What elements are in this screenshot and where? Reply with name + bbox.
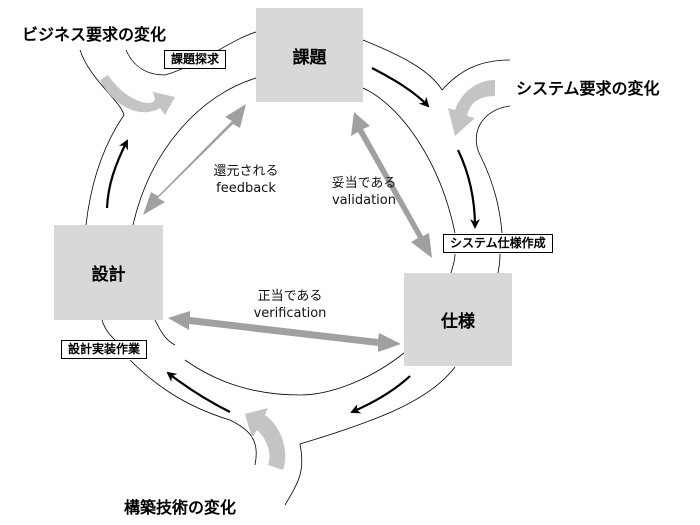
label-feedback-en: feedback [216, 181, 276, 196]
flow-arrow-spec-to-design [350, 375, 411, 414]
label-verification-en: verification [253, 306, 327, 321]
channel-line [154, 319, 176, 346]
validation-arrow [351, 112, 432, 258]
channel-line [497, 253, 501, 274]
label-validation: 妥当である validation [322, 175, 406, 209]
node-issue: 課題 [256, 8, 363, 102]
channel-line [125, 49, 166, 76]
change-arrows [100, 75, 495, 470]
label-validation-ja: 妥当である [331, 176, 397, 191]
channel-line [101, 319, 116, 341]
channel-line [450, 253, 456, 274]
node-spec: 仕様 [404, 273, 512, 366]
label-verification-ja: 正当である [257, 289, 323, 304]
verification-arrow [168, 311, 401, 352]
label-validation-en: validation [331, 193, 396, 208]
cycle-channel [79, 31, 511, 506]
label-system-change: システム要求の変化 [516, 79, 660, 98]
tag-design-implementation: 設計実装作業 [61, 340, 148, 359]
tag-issue-exploration: 課題探求 [164, 50, 227, 69]
business-change-arrow [100, 75, 175, 115]
flow-arrow-to-spec [457, 149, 480, 229]
channel-line [475, 105, 511, 234]
channel-line [284, 366, 456, 506]
channel-line [129, 359, 257, 466]
tag-spec-creation: システム仕様作成 [443, 234, 553, 253]
label-verification: 正当である verification [245, 288, 335, 322]
node-design: 設計 [54, 225, 163, 320]
label-business-change: ビジネス要求の変化 [22, 25, 167, 44]
channel-line [132, 77, 257, 226]
cycle-flow [105, 67, 480, 414]
channel-line [184, 352, 405, 396]
flow-arrow-design-to-issue [105, 139, 128, 209]
channel-line [362, 39, 511, 91]
feedback-arrow [143, 104, 246, 215]
channel-line [362, 87, 456, 234]
technology-change-arrow [245, 408, 286, 470]
label-feedback-ja: 還元される [213, 164, 279, 179]
system-change-arrow [448, 80, 495, 136]
flow-arrow-to-design [166, 371, 231, 413]
relation-arrows [143, 104, 432, 352]
label-feedback: 還元される feedback [204, 163, 288, 197]
flow-arrow-issue-to-spec [371, 67, 430, 108]
channel-line [79, 49, 125, 226]
label-technology-change: 構築技術の変化 [124, 498, 237, 517]
